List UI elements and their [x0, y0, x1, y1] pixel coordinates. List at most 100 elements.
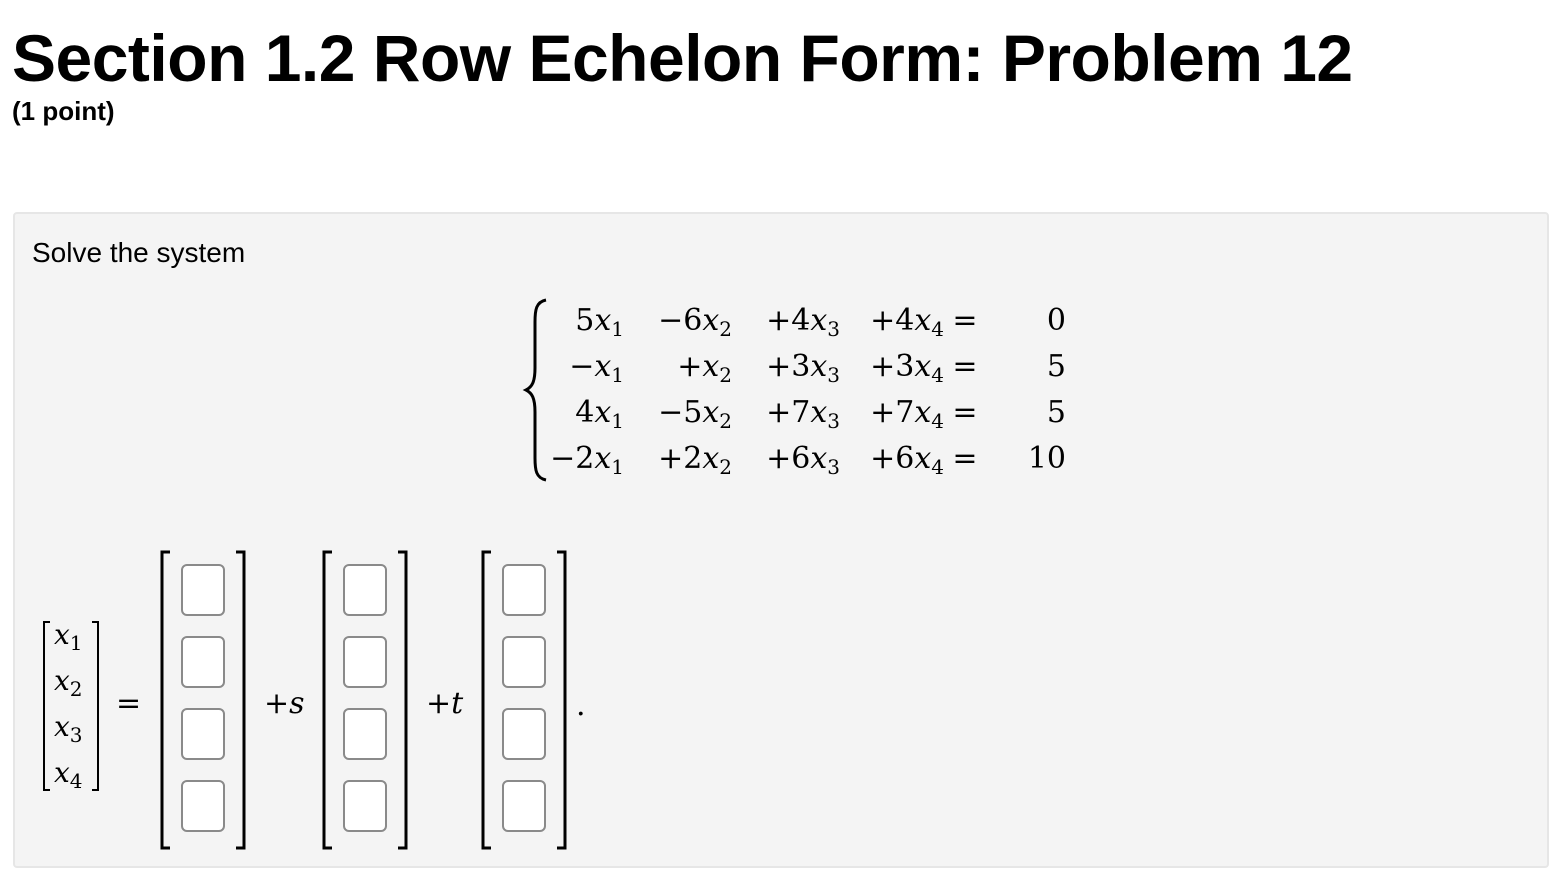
equation-term: +6x3: [732, 436, 840, 482]
answer-input-particular-3[interactable]: [181, 708, 225, 760]
equation-term: −x1: [548, 344, 624, 390]
term-variable: x: [914, 303, 932, 338]
term-subscript: 2: [719, 409, 732, 433]
problem-panel: [13, 212, 1549, 868]
unknown-subscript: 2: [69, 677, 83, 701]
answer-input-particular-2[interactable]: [181, 636, 225, 688]
unknown-subscript: 3: [69, 723, 83, 747]
term-coefficient: −6: [658, 303, 703, 338]
unknown-entry: x3: [54, 710, 83, 745]
term-coefficient: +6: [870, 441, 915, 476]
term-coefficient: +3: [870, 349, 915, 384]
vector-3-brackets: [481, 550, 567, 850]
term-variable: x: [594, 303, 612, 338]
term-variable: x: [702, 395, 720, 430]
unknown-entry: x4: [54, 756, 83, 791]
answer-input-t-2[interactable]: [502, 636, 546, 688]
term-variable: x: [702, 441, 720, 476]
period: .: [576, 688, 586, 723]
answer-input-t-4[interactable]: [502, 780, 546, 832]
term-coefficient: 4: [575, 395, 595, 430]
answer-input-t-3[interactable]: [502, 708, 546, 760]
parameter-t: t: [451, 686, 464, 721]
term-subscript: 4: [931, 317, 944, 341]
term-coefficient: −5: [658, 395, 703, 430]
vector-2-brackets: [322, 550, 408, 850]
parameter-s: s: [289, 686, 305, 721]
term-subscript: 4: [931, 409, 944, 433]
term-coefficient: −: [569, 349, 595, 384]
equation-term: +7x3: [732, 390, 840, 436]
equals-sign: =: [116, 686, 142, 721]
term-subscript: 3: [827, 363, 840, 387]
plus-s-term: +s: [264, 686, 305, 721]
term-variable: x: [810, 441, 828, 476]
left-brace: [522, 298, 547, 482]
unknown-entry: x1: [54, 618, 83, 653]
term-variable: x: [702, 349, 720, 384]
term-coefficient: 5: [575, 303, 595, 338]
term-coefficient: +2: [658, 441, 703, 476]
unknown-vector-brackets: [43, 621, 99, 791]
point-value: (1 point): [12, 96, 115, 126]
unknown-variable: x: [54, 710, 70, 743]
term-variable: x: [914, 395, 932, 430]
equation-rhs: 5: [1046, 395, 1066, 430]
term-coefficient: +: [677, 349, 703, 384]
equation-term: +4x4: [840, 298, 944, 344]
equation-rhs: 0: [1046, 303, 1066, 338]
term-subscript: 4: [931, 455, 944, 479]
term-coefficient: +3: [766, 349, 811, 384]
term-variable: x: [810, 303, 828, 338]
equation-term: −6x2: [624, 298, 732, 344]
equation-term: +2x2: [624, 436, 732, 482]
equation-term: +3x4: [840, 344, 944, 390]
term-coefficient: +4: [870, 303, 915, 338]
unknown-variable: x: [54, 618, 70, 651]
term-variable: x: [594, 441, 612, 476]
equation-term: +3x3: [732, 344, 840, 390]
term-coefficient: +6: [766, 441, 811, 476]
equation-term: 5x1: [548, 298, 624, 344]
answer-input-particular-4[interactable]: [181, 780, 225, 832]
answer-input-t-1[interactable]: [502, 564, 546, 616]
equation-term: −5x2: [624, 390, 732, 436]
equation-term: +4x3: [732, 298, 840, 344]
term-variable: x: [810, 395, 828, 430]
unknown-subscript: 1: [69, 631, 83, 655]
term-coefficient: −2: [550, 441, 595, 476]
equation-rhs: 5: [1046, 349, 1066, 384]
term-variable: x: [594, 395, 612, 430]
equals-sign: =: [952, 349, 978, 384]
equals-sign: =: [952, 303, 978, 338]
unknown-variable: x: [54, 664, 70, 697]
answer-input-particular-1[interactable]: [181, 564, 225, 616]
equation-term: +7x4: [840, 390, 944, 436]
term-subscript: 1: [611, 317, 624, 341]
term-variable: x: [810, 349, 828, 384]
term-variable: x: [914, 349, 932, 384]
plus-t-term: +t: [426, 686, 463, 721]
term-coefficient: +7: [766, 395, 811, 430]
equation-rhs: 10: [1027, 441, 1066, 476]
vector-1-brackets: [160, 550, 246, 850]
unknown-entry: x2: [54, 664, 83, 699]
answer-input-s-1[interactable]: [343, 564, 387, 616]
answer-input-s-4[interactable]: [343, 780, 387, 832]
equation-term: +6x4: [840, 436, 944, 482]
answer-input-s-3[interactable]: [343, 708, 387, 760]
term-subscript: 2: [719, 363, 732, 387]
term-subscript: 3: [827, 455, 840, 479]
answer-input-s-2[interactable]: [343, 636, 387, 688]
page-title: Section 1.2 Row Echelon Form: Problem 12: [12, 21, 1353, 95]
plus-sign: +: [264, 686, 290, 721]
term-subscript: 2: [719, 317, 732, 341]
plus-sign: +: [426, 686, 452, 721]
equation-term: −2x1: [548, 436, 624, 482]
equals-sign: =: [952, 395, 978, 430]
equals-sign: =: [952, 441, 978, 476]
equation-term: 4x1: [548, 390, 624, 436]
term-variable: x: [914, 441, 932, 476]
